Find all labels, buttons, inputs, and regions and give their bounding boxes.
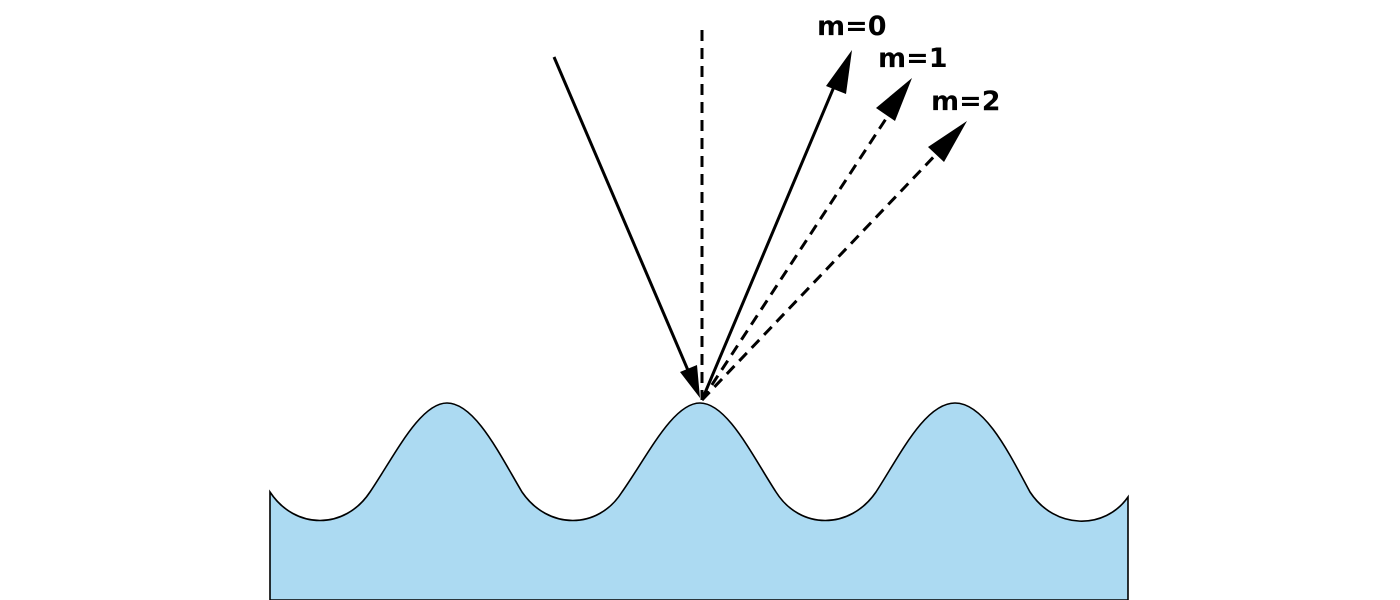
- order-0-arrowhead: [826, 50, 852, 94]
- order-2-label: m=2: [931, 86, 1001, 117]
- order-0-label: m=0: [817, 11, 887, 42]
- order-1-label: m=1: [878, 43, 948, 74]
- grating-surface: [269, 402, 1129, 600]
- order-0-ray-line: [700, 81, 838, 401]
- incident-ray-line: [552, 56, 692, 376]
- order-2-ray-line: [700, 144, 946, 402]
- order-2-arrowhead: [928, 121, 967, 162]
- order-1-ray-line: [700, 107, 895, 401]
- incident-ray-arrowhead: [680, 365, 700, 398]
- order-1-arrowhead: [876, 78, 912, 121]
